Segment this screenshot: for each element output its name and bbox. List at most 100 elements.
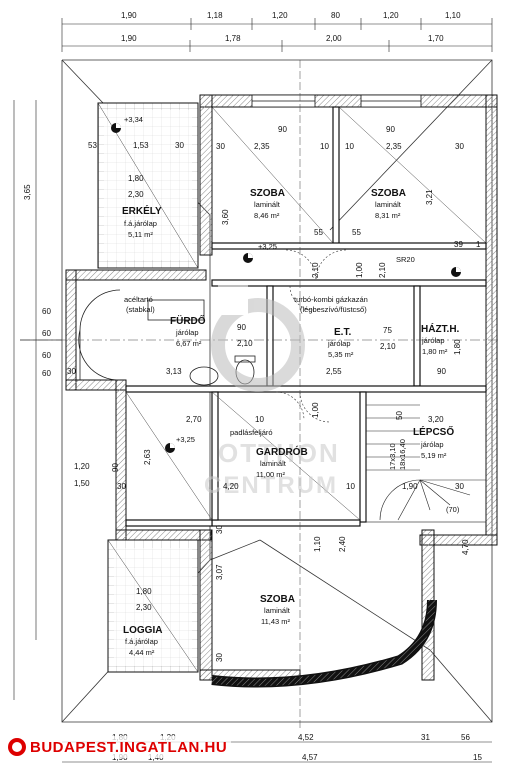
left-dim-2: 60 bbox=[42, 307, 51, 316]
watermark-line1: OTTHON bbox=[218, 438, 340, 468]
inner-dim: 1,80 bbox=[136, 587, 152, 596]
top-dim-7: 1,90 bbox=[121, 34, 137, 43]
top-dim-8: 1,78 bbox=[225, 34, 241, 43]
bathroom-fixtures bbox=[78, 289, 256, 386]
inner-dim: 4,70 bbox=[461, 539, 470, 555]
top-dim-9: 2,00 bbox=[326, 34, 342, 43]
room-hazt-name: HÁZT.H. bbox=[421, 322, 460, 335]
room-szoba1-area: 8,46 m² bbox=[254, 211, 280, 220]
inner-dim: 3,21 bbox=[425, 189, 434, 205]
level-2: +3,25 bbox=[258, 242, 277, 251]
inner-dim: 4,20 bbox=[223, 482, 239, 491]
watermark: OTTHON CENTRUM bbox=[204, 285, 340, 499]
inner-dim: 10 bbox=[255, 415, 264, 424]
left-dim-5: 60 bbox=[42, 369, 51, 378]
inner-dim: 30 bbox=[67, 367, 76, 376]
inner-dim: 10 bbox=[346, 482, 355, 491]
inner-dim: 3,20 bbox=[428, 415, 444, 424]
inner-dim: 90 bbox=[278, 125, 287, 134]
room-loggia-floor: f.á.járólap bbox=[125, 637, 158, 646]
level-markers bbox=[111, 123, 461, 453]
inner-dim: 50 bbox=[395, 411, 404, 420]
top-dim-1: 1,90 bbox=[121, 11, 137, 20]
note-stair1: 17x3,10 bbox=[388, 443, 397, 470]
inner-dim: 1,00 bbox=[355, 262, 364, 278]
inner-dim: 1,53 bbox=[133, 141, 149, 150]
left-dimension-lines bbox=[13, 100, 37, 700]
inner-dim: 55 bbox=[314, 228, 323, 237]
top-dim-10: 1,70 bbox=[428, 34, 444, 43]
room-hazt-floor: járólap bbox=[421, 336, 445, 345]
room-gardrob-floor: laminált bbox=[260, 459, 287, 468]
room-loggia-name: LOGGIA bbox=[123, 625, 162, 636]
left-dim-6: 1,20 bbox=[74, 462, 90, 471]
top-dim-2: 1,18 bbox=[207, 11, 223, 20]
left-dim-1: 3,65 bbox=[23, 184, 32, 200]
bottom-dim-9: 15 bbox=[473, 753, 482, 762]
level-3: +3,25 bbox=[176, 435, 195, 444]
inner-dim: 30 bbox=[455, 142, 464, 151]
inner-dim: 1,10 bbox=[313, 536, 322, 552]
note-stabkal: (stabkal) bbox=[126, 305, 155, 314]
staircase bbox=[365, 391, 487, 523]
interior-walls bbox=[125, 106, 487, 527]
top-dim-6: 1,10 bbox=[445, 11, 461, 20]
top-dim-3: 1,20 bbox=[272, 11, 288, 20]
room-et-floor: járólap bbox=[327, 339, 351, 348]
room-furdo-name: FÜRDŐ bbox=[170, 314, 206, 327]
room-crosses bbox=[97, 102, 487, 673]
inner-dim: 30 bbox=[216, 142, 225, 151]
inner-dim: 90 bbox=[386, 125, 395, 134]
room-lepcso-name: LÉPCSŐ bbox=[413, 425, 454, 438]
top-dimension-lines bbox=[61, 18, 493, 52]
room-et-area: 5,35 m² bbox=[328, 350, 354, 359]
inner-dim: 1,80 bbox=[453, 339, 462, 355]
inner-dim: 1,00 bbox=[311, 402, 320, 418]
room-erkely-area: 5,11 m² bbox=[128, 230, 153, 239]
note-stair2: 18x16,40 bbox=[398, 439, 407, 470]
room-szoba3-floor: laminált bbox=[264, 606, 291, 615]
inner-dim: 2,35 bbox=[386, 142, 402, 151]
inner-dim: 1 bbox=[476, 240, 481, 249]
inner-dim: 75 bbox=[383, 326, 392, 335]
inner-dim: 30 bbox=[175, 141, 184, 150]
inner-dim: 2,30 bbox=[136, 603, 152, 612]
inner-dim: 2,10 bbox=[311, 262, 320, 278]
note-sr20: SR20 bbox=[396, 255, 415, 264]
room-hazt-area: 1,80 m² bbox=[422, 347, 448, 356]
room-szoba3-name: SZOBA bbox=[260, 594, 295, 605]
inner-dim: 30 bbox=[455, 482, 464, 491]
inner-dim: 3,60 bbox=[221, 209, 230, 225]
inner-dim: 39 bbox=[454, 240, 463, 249]
inner-dim: 2,40 bbox=[338, 536, 347, 552]
door-swings bbox=[275, 249, 347, 423]
brand-text: BUDAPEST.INGATLAN.HU bbox=[30, 738, 228, 756]
brand-logo[interactable]: BUDAPEST.INGATLAN.HU bbox=[4, 736, 232, 758]
left-dim-7: 1,50 bbox=[74, 479, 90, 488]
room-szoba2-name: SZOBA bbox=[371, 188, 406, 199]
inner-dim: 3,07 bbox=[215, 564, 224, 580]
room-lepcso-area: 5,19 m² bbox=[421, 451, 447, 460]
room-et-name: E.T. bbox=[334, 327, 351, 338]
note-acel: acéltartó bbox=[124, 295, 153, 304]
room-szoba2-area: 8,31 m² bbox=[375, 211, 401, 220]
inner-dim: 2,30 bbox=[128, 190, 144, 199]
inner-dim: 1,90 bbox=[402, 482, 418, 491]
inner-dim: 30 bbox=[215, 653, 224, 662]
bottom-dim-3: 4,52 bbox=[298, 733, 314, 742]
room-furdo-floor: járólap bbox=[175, 328, 199, 337]
inner-dim: 1,80 bbox=[128, 174, 144, 183]
inner-dim: 2,63 bbox=[143, 449, 152, 465]
inner-dim: 10 bbox=[320, 142, 329, 151]
room-szoba3-area: 11,43 m² bbox=[261, 617, 291, 626]
windows bbox=[251, 94, 422, 108]
inner-dim: 2,10 bbox=[378, 262, 387, 278]
room-erkely-name: ERKÉLY bbox=[122, 204, 162, 217]
room-szoba1-name: SZOBA bbox=[250, 188, 285, 199]
note-stair3: (70) bbox=[446, 505, 460, 514]
inner-dim: 55 bbox=[352, 228, 361, 237]
note-legbeszivo: (légbeszívó/füstcső) bbox=[300, 305, 367, 314]
inner-dim: 2,70 bbox=[186, 415, 202, 424]
footer: BUDAPEST.INGATLAN.HU bbox=[0, 734, 518, 768]
